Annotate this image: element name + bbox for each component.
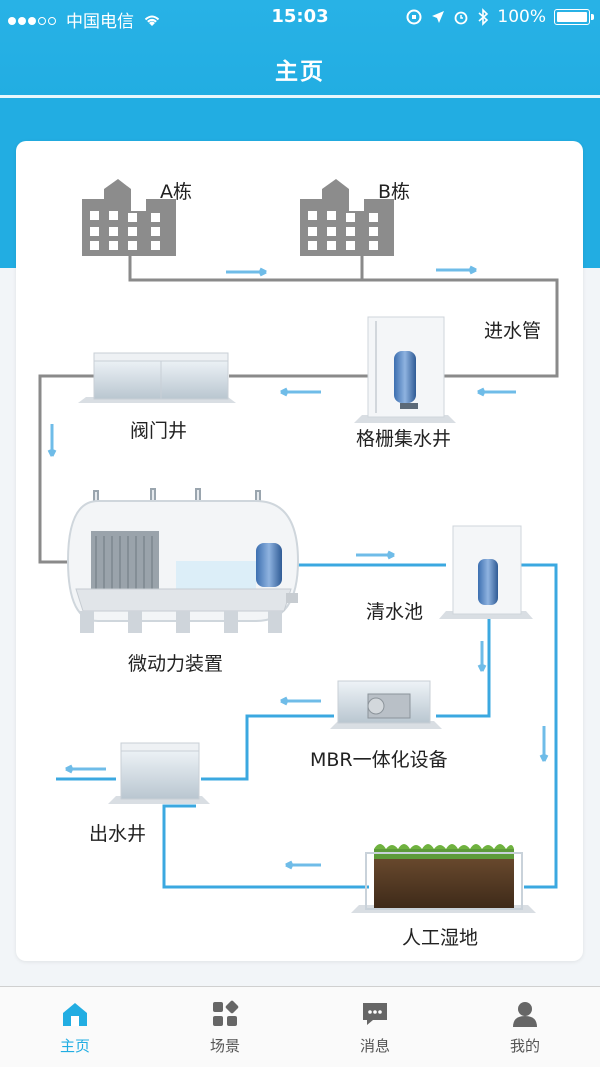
micro-power-device-illustration [66,488,300,633]
clear-water-pool-illustration [439,525,533,619]
tab-scenes-label: 场景 [209,1036,240,1055]
valve-well-illustration [78,352,236,403]
tab-bar: 主页 场景 消息 我的 [0,986,600,1067]
gray-pipes [38,251,559,564]
rotation-lock-icon [406,9,422,25]
bluetooth-icon [478,8,489,26]
tab-home-label: 主页 [59,1036,90,1055]
status-bar: 中国电信 15:03 100% [0,0,600,34]
page-title: 主页 [275,59,325,85]
signal-icon [8,10,58,30]
micro-power-label: 微动力装置 [128,653,224,675]
building-a-label: A栋 [160,181,192,203]
process-diagram [38,179,559,913]
clear-pool-label: 清水池 [366,601,424,623]
grid-icon [213,1000,239,1026]
building-b-icon [300,179,394,256]
blue-pipes [56,563,558,889]
wetland-label: 人工湿地 [402,927,479,949]
home-icon [63,1002,87,1026]
mbr-device-illustration [330,680,442,729]
valve-well-label: 阀门井 [130,420,188,442]
tab-messages-label: 消息 [359,1036,390,1055]
alarm-icon [454,11,468,25]
message-icon [363,1002,387,1025]
outlet-well-illustration [108,742,210,804]
grille-well-illustration [354,316,456,423]
tab-scenes[interactable]: 场景 [150,987,300,1067]
header-divider [0,95,600,98]
building-b-label: B栋 [378,181,411,203]
battery-percent: 100% [497,7,546,27]
tab-profile[interactable]: 我的 [450,987,600,1067]
location-icon [432,11,445,23]
carrier-label: 中国电信 [66,12,134,32]
building-a-icon [82,179,176,256]
battery-icon [554,9,594,25]
user-icon [513,1001,537,1027]
flow-arrows [47,265,549,870]
tab-profile-label: 我的 [509,1036,540,1055]
wifi-icon [144,15,160,26]
inlet-pipe-label: 进水管 [484,320,542,342]
tab-messages[interactable]: 消息 [300,987,450,1067]
top-bar: 中国电信 15:03 100% 主页 [0,0,600,98]
mbr-label: MBR一体化设备 [310,749,448,771]
tab-home[interactable]: 主页 [0,987,150,1067]
outlet-well-label: 出水井 [89,823,147,845]
clock: 15:03 [271,6,329,27]
wetland-illustration [351,844,536,913]
grille-well-label: 格栅集水井 [356,428,452,450]
process-diagram-card: A栋 B栋 进水管 阀门井 格栅集水井 微动力装置 清水池 MBR一体化设备 出… [16,141,583,961]
